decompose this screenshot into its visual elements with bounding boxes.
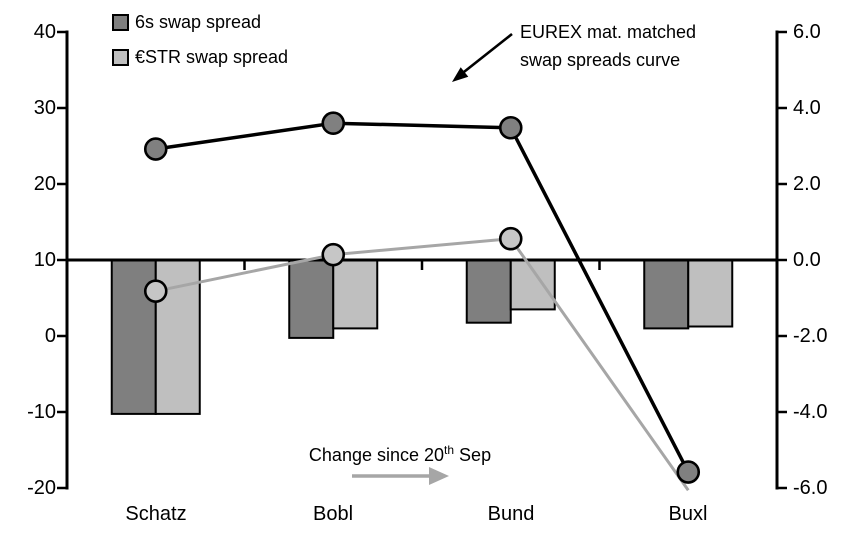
marker-6s-swap-spread-curve-bund <box>498 115 523 140</box>
left-axis-tick: 0 <box>44 325 56 347</box>
legend-swatch-6s-icon <box>112 13 129 31</box>
legend-label-6s: 6s swap spread <box>135 12 262 32</box>
bar-6s-swap-spread-bund <box>465 259 512 324</box>
right-axis-tick: 2.0 <box>793 173 821 195</box>
curve-annotation-line2: swap spreads curve <box>520 50 681 70</box>
bar-6s-swap-spread-bobl <box>288 259 335 339</box>
curve-annotation-arrow-icon <box>452 32 513 82</box>
bar-6s-swap-spread-buxl <box>643 259 690 330</box>
left-axis-tick: 20 <box>33 173 56 195</box>
left-axis-tick: 10 <box>33 249 56 271</box>
legend-label-estr: €STR swap spread <box>135 47 289 67</box>
legend-item-estr: €STR swap spread <box>112 48 288 66</box>
curve-annotation-line1: EUREX mat. matched <box>520 22 697 42</box>
marker-str-swap-spread-curve-schatz <box>143 279 168 303</box>
legend-swatch-estr-icon <box>112 48 129 66</box>
right-axis-tick: 0.0 <box>793 249 821 271</box>
marker-str-swap-spread-curve-bobl <box>321 242 346 267</box>
change-arrow-icon <box>352 467 449 485</box>
legend-item-6s: 6s swap spread <box>112 13 261 31</box>
line-6s-swap-spread-curve <box>155 121 690 473</box>
right-axis-tick: -4.0 <box>793 401 828 423</box>
left-axis-tick: -10 <box>27 401 56 423</box>
marker-6s-swap-spread-curve-buxl <box>676 460 701 484</box>
right-axis-tick: 4.0 <box>793 97 821 119</box>
marker-6s-swap-spread-curve-schatz <box>143 137 168 161</box>
curve-annotation: EUREX mat. matched swap spreads curve <box>520 18 696 74</box>
right-axis-tick: 6.0 <box>793 21 821 43</box>
category-label-schatz: Schatz <box>125 503 187 525</box>
right-axis-tick: -6.0 <box>793 477 828 499</box>
bar-str-swap-spread-bobl <box>332 259 379 330</box>
left-axis-tick: 30 <box>33 97 56 119</box>
line-str-swap-spread-curve <box>155 237 690 492</box>
category-label-buxl: Buxl <box>668 503 708 525</box>
left-axis-tick: 40 <box>33 21 56 43</box>
category-label-bobl: Bobl <box>312 503 354 525</box>
marker-6s-swap-spread-curve-bobl <box>321 111 346 135</box>
bar-str-swap-spread-buxl <box>687 259 734 328</box>
left-axis-tick: -20 <box>27 477 56 499</box>
right-axis-tick: -2.0 <box>793 325 828 347</box>
marker-str-swap-spread-curve-bund <box>498 226 523 251</box>
category-label-bund: Bund <box>487 503 535 525</box>
change-annotation-text: Change since 20th Sep <box>308 443 492 465</box>
